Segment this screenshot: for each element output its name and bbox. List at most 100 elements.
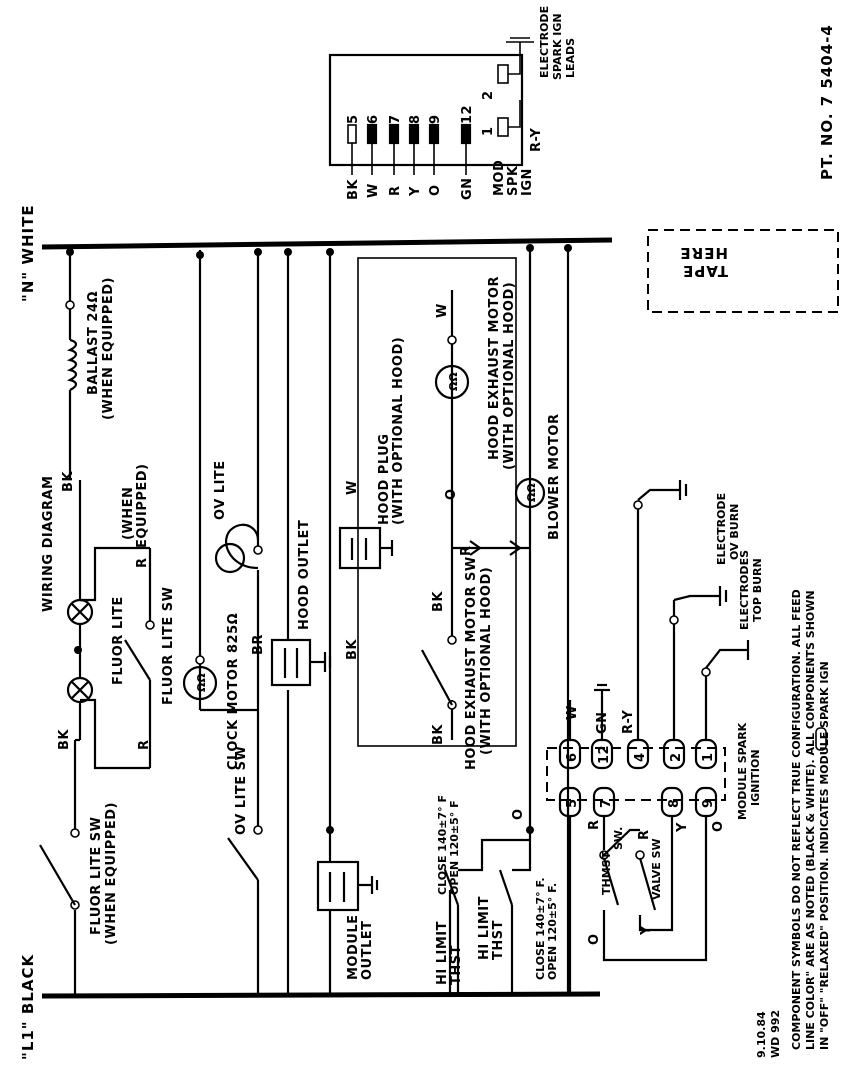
terminal-4: 4	[626, 738, 650, 770]
thmst-o: O	[587, 933, 602, 945]
module-feed-junction	[564, 244, 572, 252]
clock-junction	[196, 251, 204, 259]
tape-here-box	[647, 229, 839, 313]
hi-limit-1-blade	[443, 869, 460, 906]
ov-lite-label: OV LITE	[213, 460, 228, 520]
spark-pin-label-1: 1	[481, 126, 496, 136]
terminal-4-label: 4	[633, 752, 648, 762]
blower-junction-top	[526, 244, 534, 252]
electrodes-top-label-2: TOP BURN	[751, 558, 764, 622]
y-return-wire	[638, 816, 674, 932]
terminal-12-label: 12	[597, 745, 612, 764]
ov-lite-sw-label: OV LITE SW	[234, 746, 249, 835]
electrode-leads-2: SPARK IGN	[551, 13, 564, 80]
terminal-7: 7	[592, 786, 616, 818]
diagram-title: WIRING DIAGRAM	[41, 476, 56, 612]
footnote-line-2: LINE COLOR" ARE AS NOTED (BLACK & WHITE)…	[804, 590, 817, 1050]
pin-block	[347, 123, 472, 145]
module-spark-box	[546, 747, 726, 801]
here-text: HERE	[679, 244, 728, 262]
clock-term	[195, 655, 205, 665]
terminal-1: 1	[694, 738, 718, 770]
t6-w: W	[565, 705, 580, 720]
pin-label-7: 7	[388, 114, 403, 124]
terminal-9-label: 9	[701, 798, 716, 808]
hood-sw-blade	[421, 649, 453, 706]
box-color-w: W	[366, 183, 381, 198]
box-color-r: R	[388, 185, 403, 196]
ovlite-sw-blade	[227, 837, 259, 881]
clock-br: BR	[251, 634, 266, 655]
hi-limit-2-link	[512, 830, 532, 872]
neutral-label: "N" WHITE	[19, 204, 37, 302]
terminal-6: 6	[558, 738, 582, 770]
ovlite-term	[253, 545, 263, 555]
pin-8	[408, 123, 420, 145]
terminal-1-label: 1	[701, 752, 716, 762]
module-outlet-label-2: OUTLET	[360, 920, 375, 980]
starter-r-1: R	[137, 739, 152, 750]
spark-pin-2	[497, 64, 509, 84]
hood-motor-sub: (WITH OPTIONAL HOOD)	[502, 282, 517, 470]
footnote-line-1: COMPONENT SYMBOLS DO NOT REFLECT TRUE CO…	[790, 589, 803, 1050]
hood-sw-label: HOOD EXHAUST MOTOR SW	[464, 556, 479, 770]
ign-label: IGN	[520, 168, 535, 196]
module-outlet-label-1: MODULE	[346, 915, 361, 981]
pin-label-9: 9	[428, 114, 443, 124]
ov-lite-bulb	[214, 542, 246, 574]
hood-outlet-box	[270, 638, 312, 687]
terminal-8-label: 8	[667, 798, 682, 808]
hood-plug-bk: BK	[345, 639, 360, 660]
module-outlet-junction	[326, 248, 334, 256]
close-open-2b: OPEN 120±5° F.	[546, 883, 559, 980]
pin-7	[388, 123, 400, 145]
pin-label-8: 8	[408, 114, 423, 124]
starter-r-2: R	[135, 557, 150, 568]
clock-motor-icon	[182, 665, 218, 701]
electrode-leads-3: LEADS	[564, 38, 577, 78]
hood-sw-bk: BK	[431, 724, 446, 745]
t12-gn: GN	[595, 711, 610, 734]
line1-bus	[41, 991, 601, 999]
ballast-junction	[66, 248, 74, 256]
ballast-label: BALLAST 24Ω	[86, 291, 101, 395]
spark-ry: R-Y	[529, 128, 544, 152]
close-open-1a: CLOSE 140±7° F	[436, 795, 449, 895]
terminal-9: 9	[694, 786, 718, 818]
fluor-x-4	[71, 603, 89, 621]
mod-spk-ign-box	[328, 53, 524, 167]
code-text: WD 992	[769, 1010, 782, 1058]
clock-motor-inner: ΩΩ	[195, 673, 208, 692]
pin-9	[428, 123, 440, 145]
hood-outlet-label: HOOD OUTLET	[297, 520, 312, 630]
pin-label-12: 12	[460, 105, 475, 124]
hi-limit-2-blade	[498, 869, 514, 906]
t7-r: R	[587, 819, 602, 830]
line1-label: "L1" BLACK	[19, 954, 37, 1060]
fluor-wire-bk-2: BK	[61, 471, 76, 492]
electrode-ov-label-1: ELECTRODE	[715, 493, 728, 565]
valve-blade	[638, 857, 657, 911]
box-color-gn: GN	[460, 177, 475, 200]
terminal-7-label: 7	[599, 798, 614, 808]
valve-term	[635, 850, 645, 860]
hood-plug-label: HOOD PLUG	[377, 434, 392, 525]
terminal-2-label: 2	[669, 752, 684, 762]
fluor-lite-label: FLUOR LITE	[111, 596, 126, 685]
hood-motor-term	[447, 335, 457, 345]
pin-label-5: 5	[346, 114, 361, 124]
t1-lead	[705, 648, 748, 669]
box-color-bk: BK	[346, 179, 361, 200]
electrode-leads-1: ELECTRODE	[538, 6, 551, 78]
box-color-o: O	[428, 184, 443, 196]
spark-pin-1	[497, 117, 509, 137]
blower-motor-inner: ΩΩ	[525, 483, 538, 502]
electrodes-top-label-1: ELECTRODES	[738, 550, 751, 630]
fluor-sw-terminal-2	[70, 828, 80, 838]
terminal-2: 2	[662, 738, 686, 770]
fluor-sw2-blade	[124, 639, 151, 681]
valve-sw-label: VALVE SW	[650, 838, 663, 900]
electrode-ov-term	[633, 500, 643, 510]
